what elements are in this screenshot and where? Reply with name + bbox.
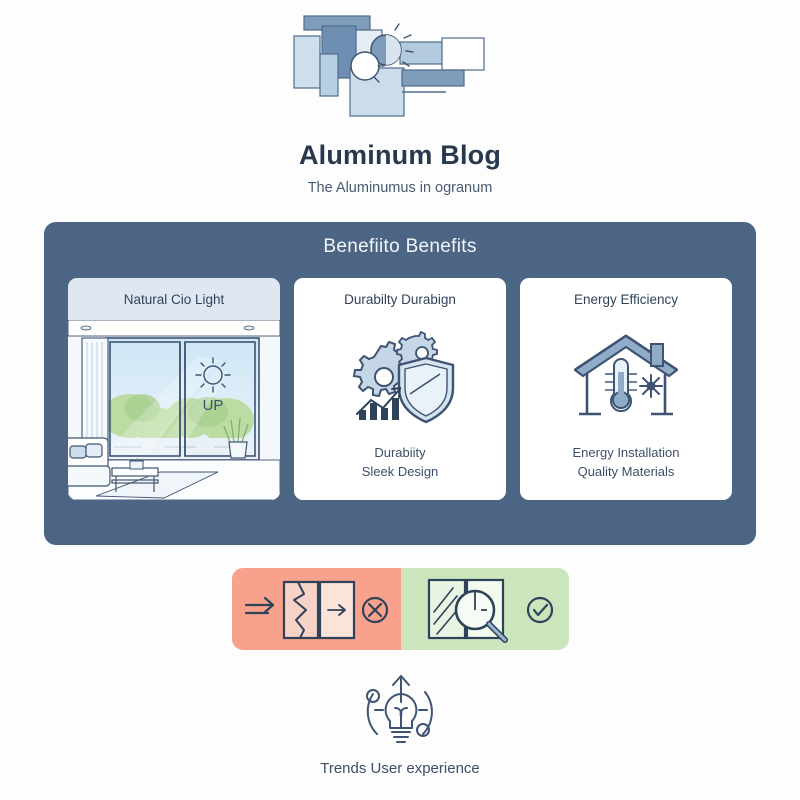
sun-up-label: UP [203,397,224,414]
card-caption: Durabiity Sleek Design [294,444,506,482]
card-heading: Durabilty Durabign [344,291,456,307]
card-heading: Energy Efficiency [573,291,679,307]
lightbulb-innovation-arrow-icon [366,675,433,743]
card-illustration-area: Durabiity Sleek Design [294,320,506,500]
comparison-bad-panel[interactable] [232,568,401,650]
living-room-sliding-door-scene-icon: UP [68,320,280,500]
card-illustration-area: Energy Installation Quality Materials [520,320,732,500]
card-illustration-area: UP [68,320,280,500]
benefits-banner: Benefiito Benefits Natural Cio Light [44,222,756,545]
card-caption-line-1: Durabiity [374,445,426,461]
header: Aluminum Blog The Aluminumus in ogranum [0,8,800,196]
card-icon-slot [294,326,506,430]
card-icon-slot [520,326,732,430]
page-subtitle: The Aluminumus in ogranum [307,179,493,196]
abstract-blocks-sun-logo-icon [293,15,485,117]
benefit-card-energy-efficiency[interactable]: Energy Efficiency [520,278,732,500]
benefit-card-natural-light[interactable]: Natural Cio Light [68,278,280,500]
broken-window-rejected-group-icon [245,580,389,640]
card-heading: Natural Cio Light [123,291,225,307]
card-caption: Energy Installation Quality Materials [520,444,732,482]
comparison-good-panel[interactable] [400,568,569,650]
benefit-card-durability[interactable]: Durabilty Durabign [294,278,506,500]
chevron-right-connector-icon-2 [551,380,577,432]
benefit-cards-row: Natural Cio Light [44,278,756,526]
page-title: Aluminum Blog [298,140,502,170]
gears-shield-growth-chart-icon [352,330,455,424]
comparison-bar [232,568,569,650]
card-caption-line-1: Energy Installation [572,445,680,461]
card-caption-line-2: Sleek Design [361,464,439,480]
house-thermometer-snowflake-icon [573,334,679,416]
window-inspection-approved-group-icon [427,578,553,643]
footer-caption: Trends User experience [320,760,480,777]
card-caption-line-2: Quality Materials [577,464,675,480]
banner-title: Benefiito Benefits [323,236,477,257]
chevron-right-connector-icon-1 [331,380,357,432]
